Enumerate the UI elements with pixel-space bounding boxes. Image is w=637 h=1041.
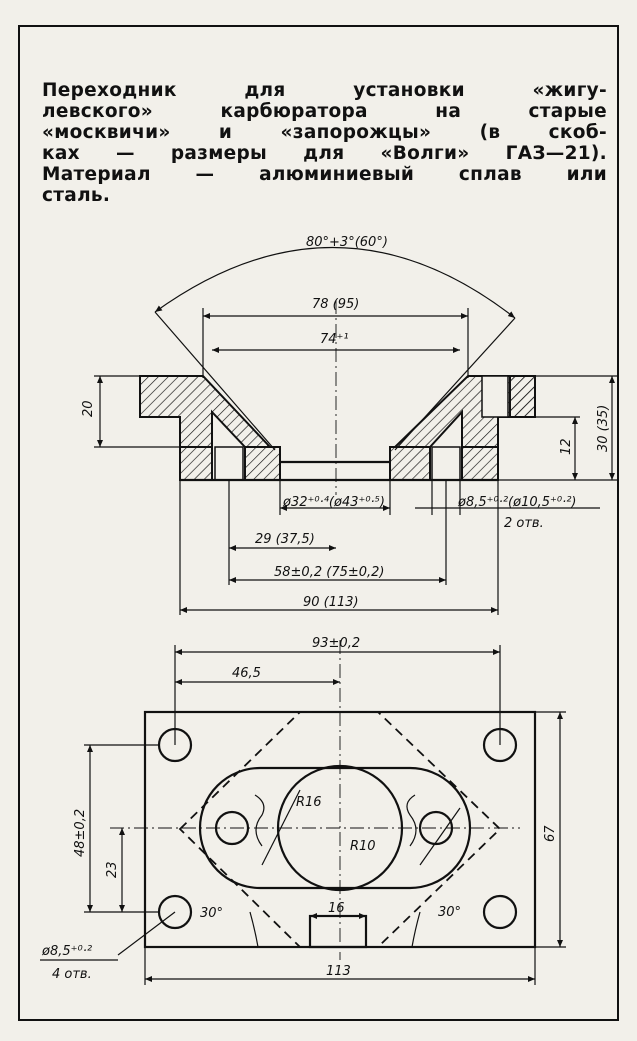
section-right-lower-b — [461, 446, 499, 481]
dim-hole-label: ø8,5⁺⁰·²(ø10,5⁺⁰·²) — [457, 495, 577, 510]
angle-right-label: 30° — [438, 905, 461, 920]
plan-view: 93±0,2 46,5 R16 R10 48±0,2 23 — [40, 636, 566, 985]
dim-93-label: 93±0,2 — [312, 636, 360, 651]
section-right-lower-a — [389, 446, 431, 481]
caption-line-2: левского» карбюратора на старые — [42, 101, 607, 122]
corner-hole-count: 4 отв. — [52, 967, 92, 982]
drawing-frame — [18, 25, 619, 1021]
corner-hole-tr — [482, 727, 518, 763]
dim-90-label: 90 (113) — [303, 595, 359, 610]
dim-hole-count: 2 отв. — [504, 516, 544, 531]
dim-67-label: 67 — [543, 825, 558, 842]
dim-113-label: 113 — [326, 964, 351, 979]
dim-23-label: 23 — [105, 861, 120, 878]
section-left-upper — [139, 375, 273, 448]
dim-46-5-label: 46,5 — [232, 666, 261, 681]
angle-left-label: 30° — [200, 906, 223, 921]
hexagon-outline — [178, 711, 502, 948]
caption-line-4: ках — размеры для «Волги» ГАЗ—21). — [42, 143, 607, 164]
cone-line-left — [154, 311, 276, 451]
dim-20-label: 20 — [81, 400, 96, 417]
caption-line-6: сталь. — [42, 185, 111, 206]
section-view: 80°+3°(60°) 78 (95) 74⁺¹ 20 — [81, 235, 618, 615]
r10-label: R10 — [350, 839, 376, 854]
dim-48-label: 48±0,2 — [73, 809, 88, 857]
r16-label: R16 — [296, 795, 322, 810]
caption-line-1: Переходник для установки «жигу- — [42, 80, 607, 101]
dim-16-label: 16 — [328, 901, 345, 916]
dim-29-label: 29 (37,5) — [255, 532, 315, 547]
caption-line-3: «москвичи» и «запорожцы» (в скоб- — [42, 122, 607, 143]
angle-arc — [154, 246, 516, 319]
dim-74-label: 74⁺¹ — [320, 332, 349, 347]
caption: Переходник для установки «жигу- левского… — [42, 80, 607, 206]
dim-58-label: 58±0,2 (75±0,2) — [274, 565, 385, 580]
corner-hole-br — [482, 894, 518, 930]
dim-bore-label: ø32⁺⁰·⁴(ø43⁺⁰·⁵) — [282, 495, 385, 510]
corner-hole-label: ø8,5⁺⁰·² — [41, 944, 92, 959]
dim-30-label: 30 (35) — [596, 405, 611, 452]
dim-12-label: 12 — [559, 438, 574, 455]
section-left-lower-b — [244, 446, 281, 481]
bottom-notch — [308, 914, 368, 949]
section-left-lower-a — [179, 446, 213, 481]
section-right-flange — [509, 375, 536, 418]
angle-label: 80°+3°(60°) — [306, 235, 388, 250]
caption-line-5: Материал — алюминиевый сплав или — [42, 164, 607, 185]
